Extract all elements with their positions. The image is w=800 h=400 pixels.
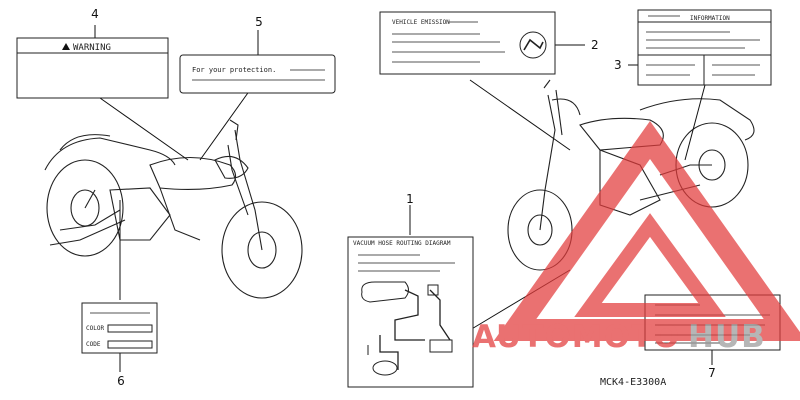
watermark-text-gray: HUB xyxy=(688,319,766,355)
warning-label-text: WARNING xyxy=(73,43,111,53)
protection-label: For your protection. xyxy=(179,54,336,94)
callout-1: 1 xyxy=(406,192,414,206)
code-field-label: CODE xyxy=(86,341,101,348)
information-label-text: INFORMATION xyxy=(690,15,730,22)
vacuum-hose-label-text: VACUUM HOSE ROUTING DIAGRAM xyxy=(353,240,451,247)
emission-label: VEHICLE EMISSION xyxy=(379,11,556,75)
callout-numbers: 1 2 3 4 5 6 7 xyxy=(91,7,716,388)
warning-label: WARNING xyxy=(16,37,169,99)
information-label: INFORMATION xyxy=(637,9,772,86)
leader-lines xyxy=(94,25,713,372)
vacuum-hose-label: VACUUM HOSE ROUTING DIAGRAM xyxy=(347,236,474,388)
part-code: MCK4-E3300A xyxy=(600,377,666,388)
callout-7: 7 xyxy=(708,366,716,380)
protection-label-text: For your protection. xyxy=(192,66,276,74)
watermark: AUTOMOTO HUB xyxy=(472,121,800,355)
emission-label-text: VEHICLE EMISSION xyxy=(392,19,450,26)
callout-6: 6 xyxy=(117,374,125,388)
color-field-label: COLOR xyxy=(86,325,104,332)
callout-4: 4 xyxy=(91,7,99,21)
callout-2: 2 xyxy=(591,38,599,52)
callout-5: 5 xyxy=(255,15,263,29)
left-motorcycle xyxy=(44,119,303,299)
callout-3: 3 xyxy=(614,58,622,72)
color-code-label: COLOR CODE xyxy=(81,302,158,354)
watermark-triangle-icon xyxy=(493,121,800,341)
warning-triangle-icon xyxy=(62,43,70,50)
emission-seal-icon xyxy=(519,31,547,59)
watermark-text: AUTOMOTO xyxy=(472,319,680,355)
